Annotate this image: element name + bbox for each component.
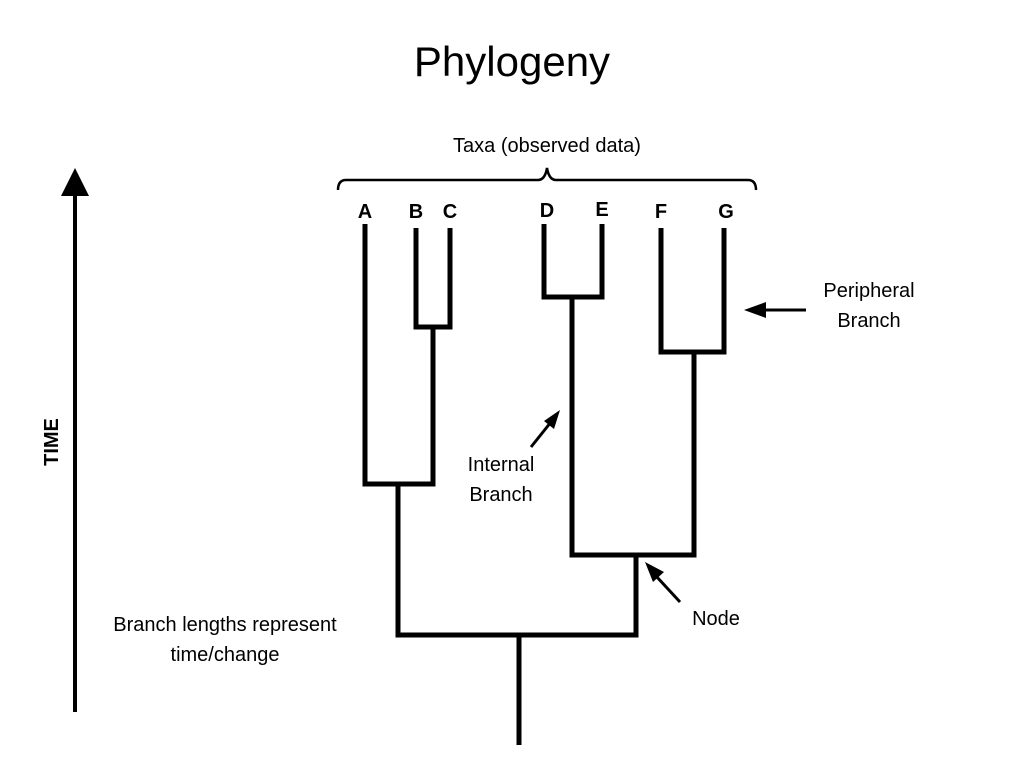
slide-title: Phylogeny xyxy=(414,38,610,85)
internal-branch-label-line2: Branch xyxy=(469,484,532,506)
peripheral-branch-arrowhead xyxy=(744,302,766,318)
taxon-label-b: B xyxy=(409,201,423,223)
branch-lengths-note-line2: time/change xyxy=(171,644,280,666)
node-arrowhead xyxy=(645,562,664,582)
phylogenetic-tree xyxy=(362,224,727,745)
clade-bc xyxy=(413,228,453,330)
taxon-label-e: E xyxy=(595,199,608,221)
root-join xyxy=(395,484,639,638)
taxon-label-f: F xyxy=(655,201,667,223)
node-label: Node xyxy=(692,608,740,630)
taxa-brace xyxy=(336,167,758,191)
clade-de-fg xyxy=(569,297,697,558)
clade-a-bc xyxy=(362,224,436,487)
peripheral-branch-label-line2: Branch xyxy=(837,310,900,332)
internal-branch-arrow-line xyxy=(529,421,553,448)
taxon-label-a: A xyxy=(358,201,372,223)
peripheral-branch-label-line1: Peripheral xyxy=(823,280,914,302)
time-axis-arrowhead xyxy=(61,168,89,196)
node-arrow-line xyxy=(654,574,682,604)
clade-fg xyxy=(658,228,727,355)
taxon-label-c: C xyxy=(443,201,457,223)
time-label: TIME xyxy=(41,418,63,466)
taxon-label-d: D xyxy=(540,200,554,222)
internal-branch-label-line1: Internal xyxy=(468,454,535,476)
clade-de xyxy=(541,224,605,300)
branch-lengths-note-line1: Branch lengths represent xyxy=(113,614,337,636)
internal-branch-arrowhead xyxy=(544,410,560,429)
taxa-header: Taxa (observed data) xyxy=(453,135,641,157)
taxon-label-g: G xyxy=(718,201,734,223)
